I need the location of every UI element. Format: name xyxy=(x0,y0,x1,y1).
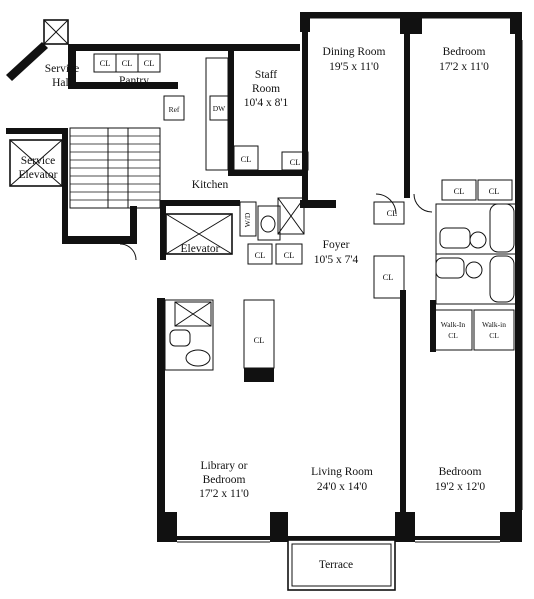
walls xyxy=(6,12,522,542)
thin-lines xyxy=(9,17,523,591)
terrace-label: Terrace xyxy=(319,559,353,571)
closet-label: CL xyxy=(254,335,265,345)
closet-label: CL xyxy=(383,272,394,282)
closet-label: CL xyxy=(241,154,252,164)
dishwasher-label: DW xyxy=(213,104,226,113)
pantry-label: Pantry xyxy=(119,75,149,87)
closet-label: CL xyxy=(290,157,301,167)
fridge-label: Ref xyxy=(169,105,180,114)
fixture-labels: CL CL CL Ref DW CL CL W/D CL CL CL CL CL… xyxy=(100,58,507,345)
kitchen-label: Kitchen xyxy=(192,179,229,191)
elevator-label: Elevator xyxy=(181,243,220,255)
closet-label: CL xyxy=(387,208,398,218)
closet-label: CL xyxy=(284,250,295,260)
closet-label: CL xyxy=(144,58,155,68)
closet-label: CL xyxy=(100,58,111,68)
closet-label: CL xyxy=(454,186,465,196)
washer-dryer-label: W/D xyxy=(243,212,252,227)
closet-label: CL xyxy=(255,250,266,260)
closet-label: CL xyxy=(489,186,500,196)
closet-label: CL xyxy=(122,58,133,68)
